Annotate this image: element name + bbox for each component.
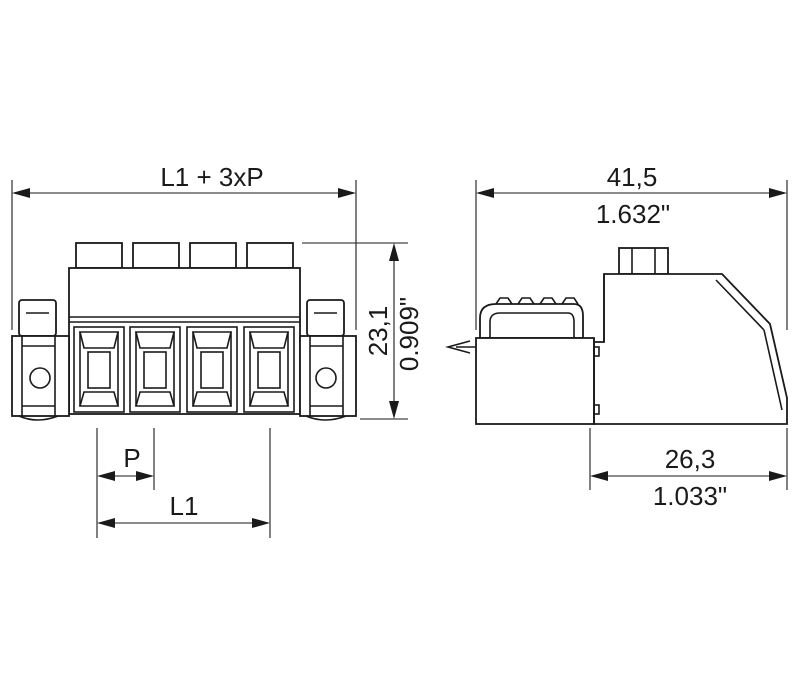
lower-housing — [475, 337, 595, 425]
depth-dimension: 41,5 1.632" — [475, 162, 788, 330]
left-flange — [11, 299, 70, 421]
overall-width-label: L1 + 3xP — [160, 162, 263, 192]
front-view: L1 + 3xP — [11, 162, 424, 538]
depth-in-label: 1.632" — [596, 199, 670, 229]
height-in-label: 0.909" — [394, 297, 424, 371]
pitch-dimension: P — [96, 428, 155, 538]
side-view: 41,5 1.632" — [444, 162, 788, 511]
base-mm-label: 26,3 — [665, 444, 716, 474]
right-flange — [299, 299, 357, 421]
length-label: L1 — [170, 491, 199, 521]
mounting-hole — [315, 367, 337, 389]
screw-head — [618, 247, 669, 275]
depth-mm-label: 41,5 — [607, 162, 658, 192]
height-mm-label: 23,1 — [363, 306, 393, 357]
terminal-cell — [186, 326, 238, 413]
terminal-cell — [243, 326, 295, 413]
pitch-label: P — [123, 443, 140, 473]
latch-hook — [444, 340, 471, 354]
upper-housing — [593, 273, 788, 425]
terminal-cell — [129, 326, 181, 413]
height-dimension: 23,1 0.909" — [302, 242, 424, 420]
base-in-label: 1.033" — [653, 481, 727, 511]
length-dimension: L1 — [97, 428, 271, 538]
overall-width-dimension: L1 + 3xP — [11, 162, 357, 330]
terminal-cell — [73, 326, 125, 413]
terminal-cells — [73, 326, 295, 413]
mounting-hole — [29, 367, 51, 389]
base-dimension: 26,3 1.033" — [589, 428, 788, 511]
locking-lever — [479, 297, 584, 339]
top-tabs — [75, 242, 294, 269]
